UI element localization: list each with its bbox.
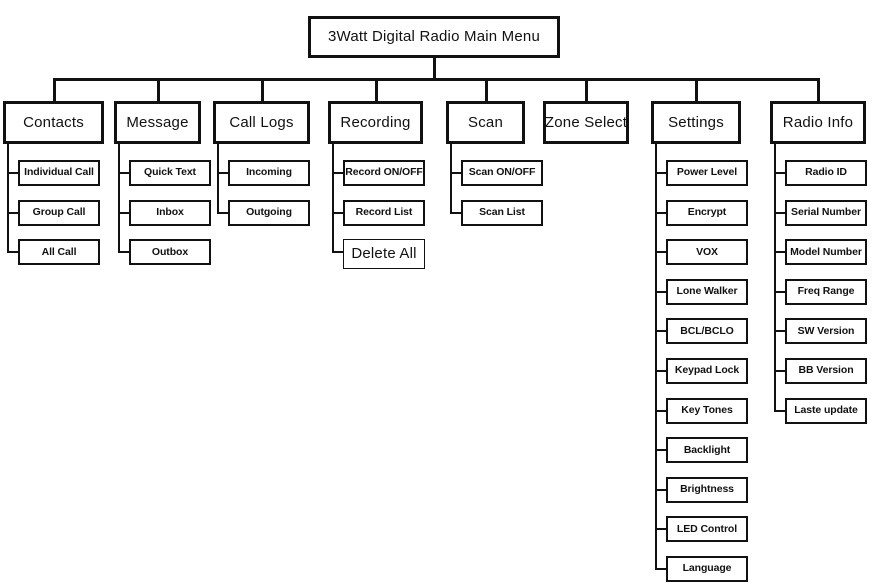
connector-line: [585, 78, 588, 102]
connector-line: [655, 528, 666, 531]
connector-line: [52, 78, 56, 102]
connector-line: [217, 211, 228, 214]
connector-line: [7, 211, 18, 214]
submenu-node-radio-info-3[interactable]: Model Number: [785, 239, 867, 266]
submenu-node-settings-6[interactable]: Keypad Lock: [666, 358, 748, 384]
submenu-node-settings-9[interactable]: Brightness: [666, 476, 748, 503]
submenu-node-message-1[interactable]: Quick Text: [129, 160, 211, 186]
submenu-node-message-2[interactable]: Inbox: [129, 199, 211, 226]
connector-line: [217, 172, 228, 174]
connector-line: [655, 290, 666, 293]
submenu-node-settings-10[interactable]: LED Control: [666, 516, 748, 543]
submenu-node-radio-info-4[interactable]: Freq Range: [785, 278, 867, 305]
connector-line: [655, 172, 666, 174]
connector-line: [655, 330, 666, 333]
submenu-node-call-logs-1[interactable]: Incoming: [228, 160, 310, 186]
connector-line: [774, 290, 785, 293]
submenu-node-scan-1[interactable]: Scan ON/OFF: [461, 160, 543, 186]
connector-line: [118, 172, 129, 174]
submenu-node-message-3[interactable]: Outbox: [129, 239, 211, 266]
connector-line: [655, 449, 666, 452]
menu-node-recording[interactable]: Recording: [328, 101, 423, 144]
submenu-node-settings-5[interactable]: BCL/BCLO: [666, 318, 748, 345]
submenu-node-call-logs-2[interactable]: Outgoing: [228, 199, 310, 226]
submenu-node-settings-7[interactable]: Key Tones: [666, 397, 748, 424]
connector-line: [118, 144, 120, 253]
connector-line: [260, 78, 264, 102]
connector-line: [774, 330, 785, 333]
submenu-node-radio-info-1[interactable]: Radio ID: [785, 160, 867, 186]
submenu-node-scan-2[interactable]: Scan List: [461, 199, 543, 226]
connector-line: [52, 78, 819, 81]
connector-line: [817, 78, 820, 102]
connector-line: [7, 172, 18, 174]
menu-node-call-logs[interactable]: Call Logs: [213, 101, 310, 144]
connector-line: [695, 78, 698, 102]
connector-line: [450, 144, 452, 213]
connector-line: [774, 370, 785, 372]
connector-line: [374, 78, 378, 102]
connector-line: [774, 144, 776, 411]
menu-node-contacts[interactable]: Contacts: [3, 101, 104, 144]
connector-line: [332, 251, 343, 254]
connector-line: [774, 409, 785, 412]
menu-node-radio-info[interactable]: Radio Info: [770, 101, 866, 144]
menu-node-zone-select[interactable]: Zone Select: [543, 101, 629, 144]
connector-line: [332, 144, 334, 253]
connector-line: [118, 211, 129, 214]
connector-line: [774, 211, 785, 214]
connector-line: [332, 211, 343, 214]
submenu-node-recording-2[interactable]: Record List: [343, 199, 425, 226]
connector-line: [332, 172, 343, 174]
connector-line: [156, 78, 160, 102]
submenu-node-radio-info-7[interactable]: Laste update: [785, 397, 867, 424]
connector-line: [433, 58, 436, 80]
submenu-node-settings-11[interactable]: Language: [666, 556, 748, 582]
submenu-node-radio-info-2[interactable]: Serial Number: [785, 199, 867, 226]
submenu-node-contacts-3[interactable]: All Call: [18, 239, 100, 266]
submenu-node-settings-2[interactable]: Encrypt: [666, 199, 748, 226]
connector-line: [450, 172, 461, 174]
connector-line: [655, 251, 666, 254]
submenu-node-settings-1[interactable]: Power Level: [666, 160, 748, 186]
connector-line: [655, 370, 666, 372]
menu-node-settings[interactable]: Settings: [651, 101, 741, 144]
connector-line: [655, 488, 666, 491]
submenu-node-contacts-1[interactable]: Individual Call: [18, 160, 100, 186]
connector-line: [217, 144, 219, 213]
connector-line: [655, 211, 666, 214]
connector-line: [484, 78, 488, 102]
submenu-node-settings-3[interactable]: VOX: [666, 239, 748, 266]
submenu-node-radio-info-6[interactable]: BB Version: [785, 358, 867, 384]
connector-line: [118, 251, 129, 254]
connector-line: [655, 409, 666, 412]
menu-node-message[interactable]: Message: [114, 101, 201, 144]
submenu-node-contacts-2[interactable]: Group Call: [18, 199, 100, 226]
submenu-node-radio-info-5[interactable]: SW Version: [785, 318, 867, 345]
connector-line: [774, 251, 785, 254]
submenu-node-recording-3[interactable]: Delete All: [343, 239, 425, 270]
submenu-node-recording-1[interactable]: Record ON/OFF: [343, 160, 425, 186]
menu-node-scan[interactable]: Scan: [446, 101, 525, 144]
connector-line: [7, 144, 9, 253]
connector-line: [7, 251, 18, 254]
connector-line: [655, 568, 666, 570]
submenu-node-settings-4[interactable]: Lone Walker: [666, 278, 748, 305]
root-node-main-menu: 3Watt Digital Radio Main Menu: [308, 16, 560, 58]
connector-line: [774, 172, 785, 174]
connector-line: [655, 144, 657, 569]
connector-line: [450, 211, 461, 214]
submenu-node-settings-8[interactable]: Backlight: [666, 437, 748, 464]
